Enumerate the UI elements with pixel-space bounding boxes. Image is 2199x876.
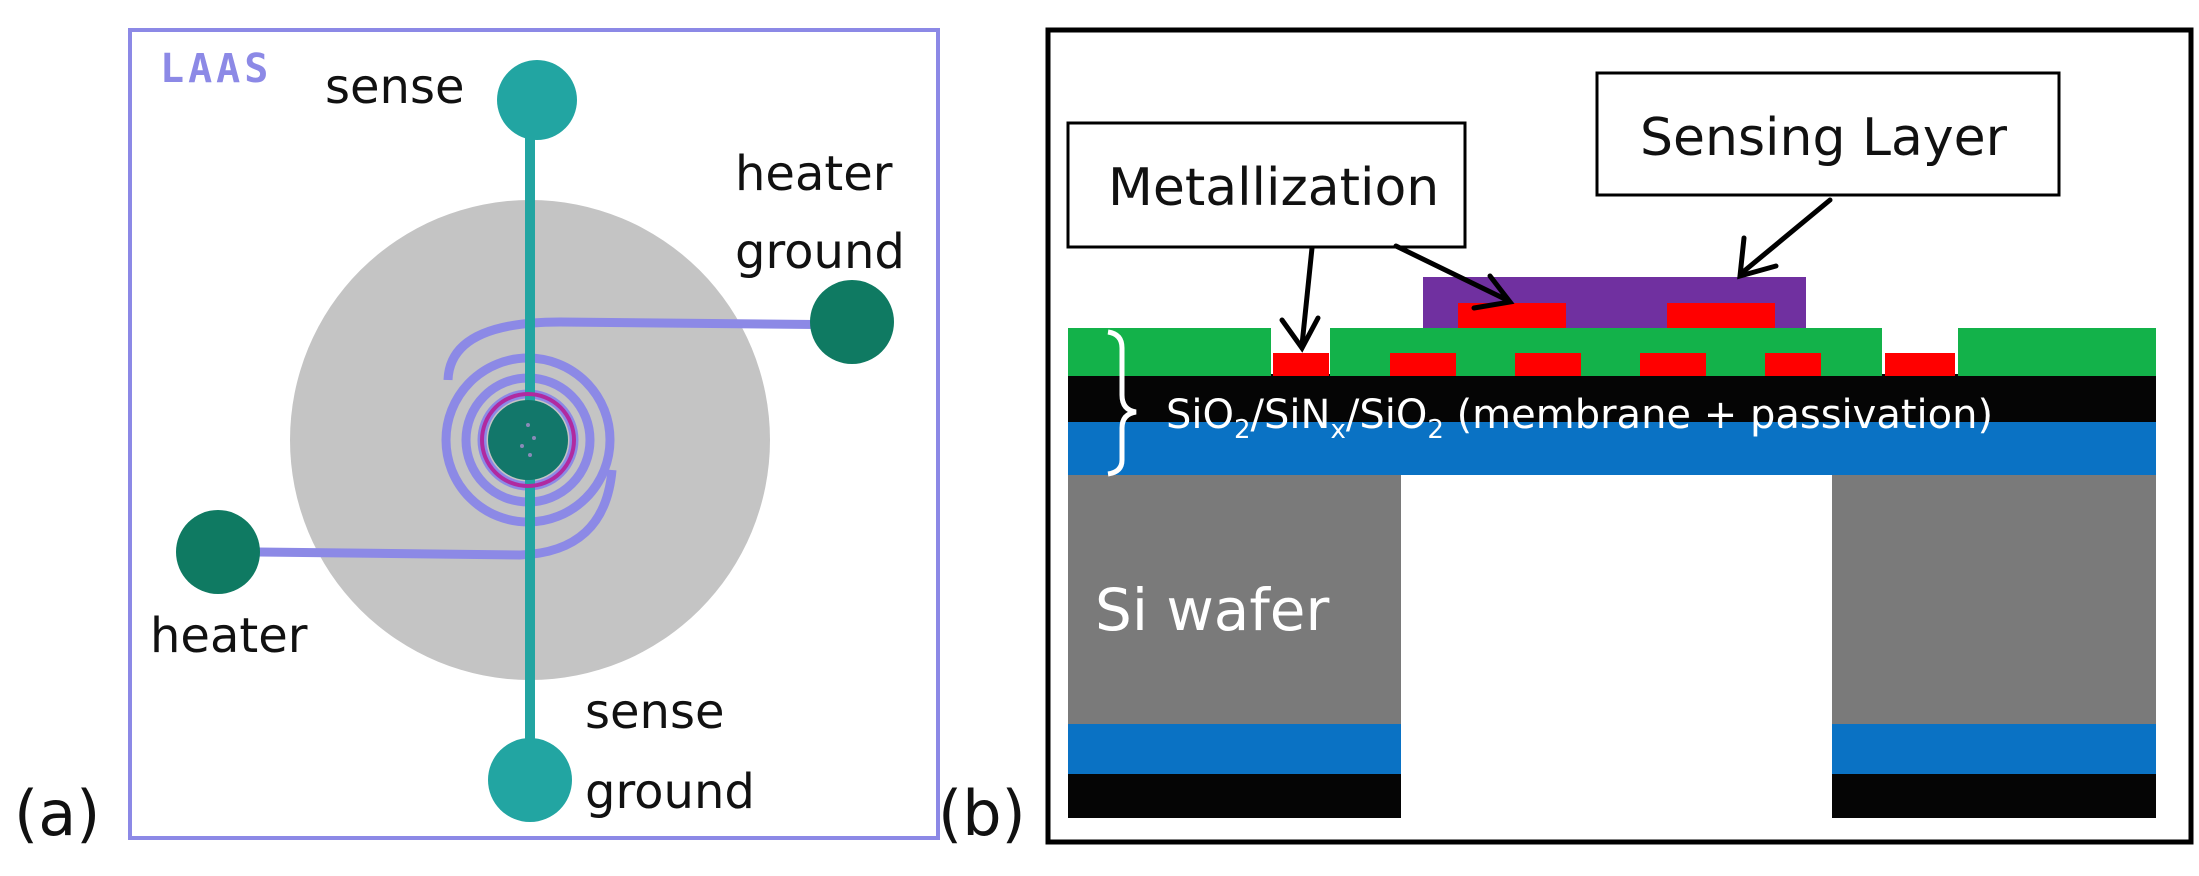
metallization-callout: Metallization <box>1108 158 1439 218</box>
label-sense: sense <box>325 59 465 115</box>
si-wafer-left <box>1068 472 1401 724</box>
sense-pad <box>497 60 577 140</box>
sense-ground-pad <box>488 738 572 822</box>
backside-black-left <box>1068 774 1401 818</box>
stack-brace <box>1107 329 1137 477</box>
center-ring <box>480 392 576 488</box>
metallization-red <box>1273 353 1955 376</box>
sensing-layer-box <box>1595 71 2061 197</box>
panel-a-frame <box>128 28 940 840</box>
heater-pad <box>176 510 260 594</box>
backside-black-right <box>1832 774 2156 818</box>
si-wafer-right <box>1832 472 2156 724</box>
backside-blue-left <box>1068 724 1401 774</box>
laas-logo: LAAS <box>160 46 272 92</box>
label-heater: heater <box>150 608 308 664</box>
si-wafer-label: Si wafer <box>1095 576 1329 644</box>
sensing-layer-callout: Sensing Layer <box>1640 108 2008 168</box>
label-sense-ground-line2: ground <box>585 764 755 820</box>
label-heater-ground-line1: heater <box>735 146 893 202</box>
passivation-green <box>1068 328 2156 376</box>
callout-arrows <box>1279 197 1833 353</box>
label-heater-ground-line2: ground <box>735 224 905 280</box>
center-electrode <box>488 400 568 480</box>
label-sense-ground-line1: sense <box>585 684 725 740</box>
panel-b: (b) <box>938 27 2194 850</box>
panel-a: LAAS sense heater ground heater sen <box>14 28 940 850</box>
membrane-black-layer <box>1068 374 2156 422</box>
membrane-label: SiO2/SiNx/SiO2 (membrane + passivation) <box>1166 392 1993 445</box>
sensing-electrode-right <box>1667 303 1775 328</box>
backside-blue-right <box>1832 724 2156 774</box>
center-dots <box>520 423 536 457</box>
panel-a-label: (a) <box>14 777 100 850</box>
membrane-blue-layer <box>1068 420 2156 475</box>
metallization-box <box>1066 121 1467 249</box>
panel-b-label: (b) <box>938 777 1026 850</box>
heater-ground-pad <box>810 280 894 364</box>
